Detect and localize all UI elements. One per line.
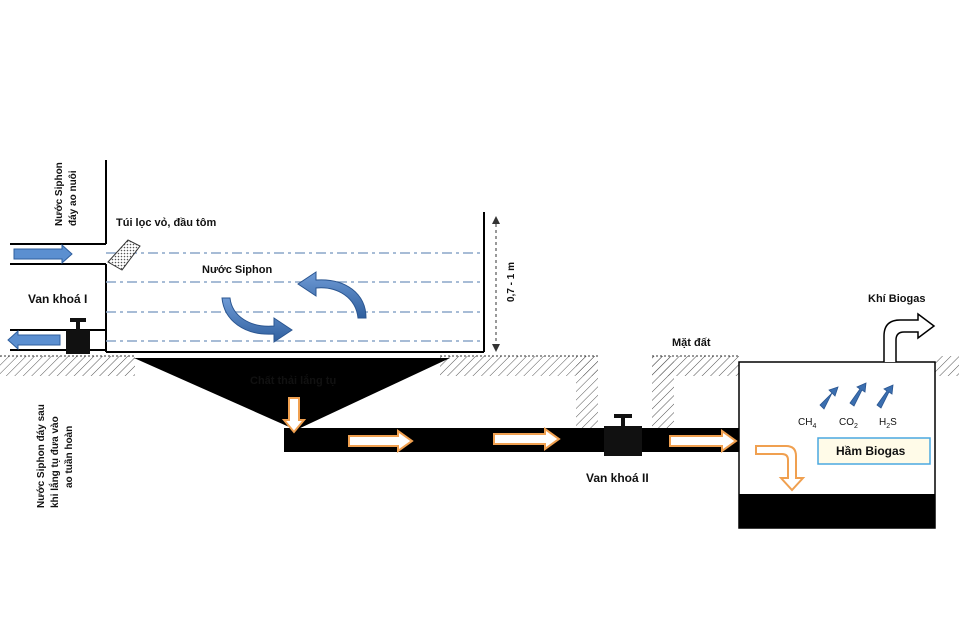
gas-label-ch4: CH4: [798, 417, 816, 430]
ground-right: [652, 355, 959, 430]
sediment-hopper: [134, 358, 450, 430]
biogas-gas-label: Khí Biogas: [868, 293, 925, 305]
filter-bag-label: Túi lọc vỏ, đầu tôm: [116, 217, 216, 229]
pipe-flow-arrow: [669, 429, 738, 453]
biogas-label-box: [817, 437, 931, 465]
settling-tank: [105, 212, 485, 353]
pipe-flow-arrow: [348, 429, 414, 453]
outlet-label-line3: ao tuần hoàn: [63, 426, 75, 488]
gas-label-co2: CO2: [839, 417, 858, 430]
outlet-flow-arrow: [7, 329, 61, 351]
sediment-label: Chất thải lắng tụ: [250, 374, 336, 387]
inlet-label-line2: đáy ao nuôi: [68, 170, 79, 226]
valve-2-icon: [604, 414, 642, 456]
ground-left: [0, 355, 135, 376]
inlet-label-line1: Nước Siphon: [54, 162, 65, 226]
pipe-flow-arrows: [281, 397, 738, 453]
outlet-label-line1: Nước Siphon đáy sau: [36, 404, 47, 508]
biogas-exhaust-icon: [883, 312, 936, 362]
biogas-inflow-arrow: [755, 445, 806, 492]
swirl-arrows-icon: [221, 271, 367, 343]
gas-arrow-icon: [849, 382, 867, 407]
depth-label: 0,7 - 1 m: [506, 262, 517, 302]
filter-bag-icon: [107, 239, 141, 271]
water-dash-lines: [106, 252, 484, 342]
valve-1-label: Van khoá I: [28, 292, 87, 306]
ground-middle: [440, 355, 598, 430]
gas-arrow-icon: [819, 386, 839, 410]
valve-2-label: Van khoá II: [586, 471, 649, 485]
valve-1-icon: [66, 318, 90, 354]
gas-arrows: [819, 382, 894, 410]
gas-label-h2s: H2S: [879, 417, 897, 430]
outlet-label-line2: khi lắng tụ đưa vào: [48, 416, 61, 508]
biogas-tank-label: Hầm Biogas: [836, 444, 906, 458]
gas-arrow-icon: [876, 384, 894, 409]
ground-surface-label: Mặt đất: [672, 337, 711, 349]
inlet-flow-arrow: [13, 243, 73, 265]
tank-water-label: Nước Siphon: [202, 264, 272, 276]
outlet-pipe: [7, 329, 106, 351]
depth-dimension: [492, 216, 500, 352]
sediment-down-arrow: [281, 397, 307, 434]
pipe-flow-arrow: [493, 427, 561, 451]
inlet-pipe: [10, 160, 107, 265]
